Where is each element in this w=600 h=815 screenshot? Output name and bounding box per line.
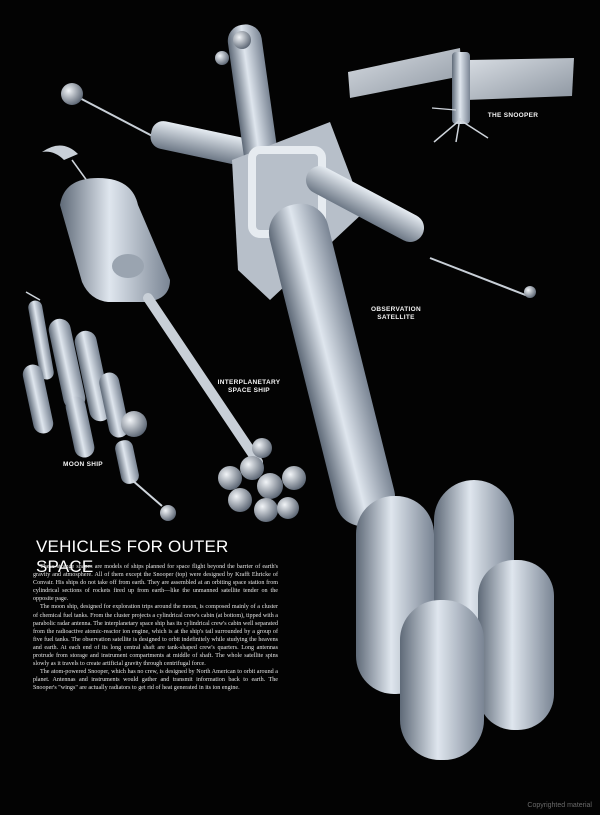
article-body: These strange shapes are models of ships… <box>33 563 278 693</box>
article-paragraph: The moon ship, designed for exploration … <box>33 604 278 668</box>
caption-line: SPACE SHIP <box>228 387 270 394</box>
caption-line: INTERPLANETARY <box>217 379 281 386</box>
caption-moon-ship: MOON SHIP <box>56 461 110 469</box>
caption-line: OBSERVATION <box>371 306 421 313</box>
caption-text: THE SNOOPER <box>487 112 539 119</box>
moon-ship-model <box>22 291 176 521</box>
caption-the-snooper: THE SNOOPER <box>478 112 548 120</box>
caption-line: SATELLITE <box>377 314 415 321</box>
article-paragraph: These strange shapes are models of ships… <box>33 564 278 603</box>
snooper-model <box>348 48 574 143</box>
article-paragraph: The atom-powered Snooper, which has no c… <box>33 669 278 692</box>
caption-observation-satellite: OBSERVATION SATELLITE <box>364 306 428 322</box>
caption-text: MOON SHIP <box>63 461 103 468</box>
article-headline: VEHICLES FOR OUTER SPACE <box>36 537 229 576</box>
observation-satellite-model <box>61 24 554 760</box>
copyright-notice: Copyrighted material <box>527 802 592 809</box>
interplanetary-space-ship-model <box>42 145 306 522</box>
caption-interplanetary-space-ship: INTERPLANETARY SPACE SHIP <box>212 379 286 395</box>
